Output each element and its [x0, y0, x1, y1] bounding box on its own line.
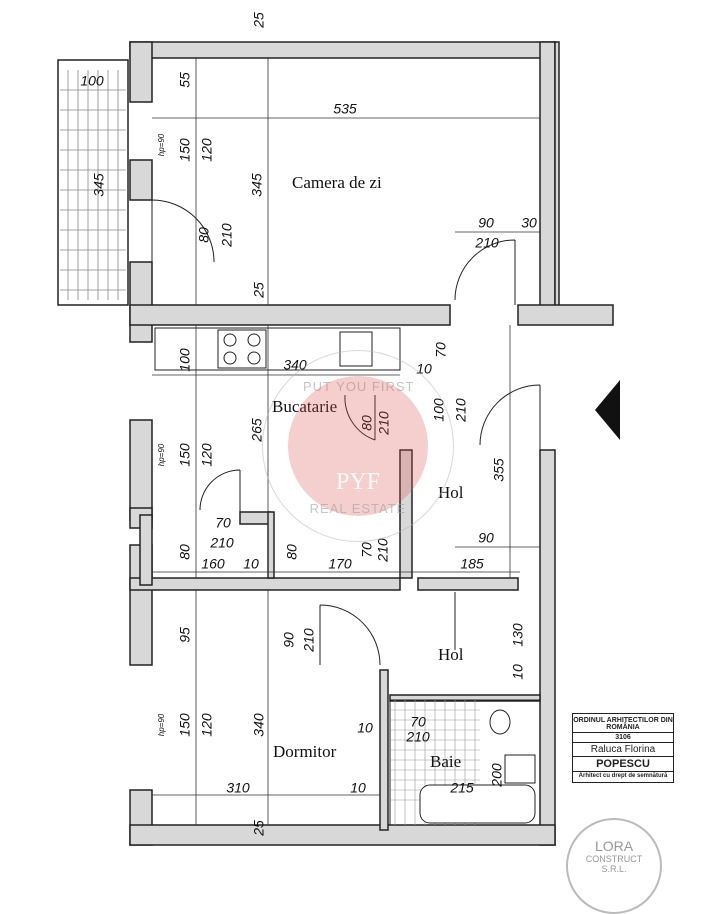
dimension-label: 120 — [199, 138, 215, 162]
dimension-label: 200 — [489, 763, 505, 788]
stamp-note: Arhitect cu drept de semnătură — [578, 773, 668, 779]
dimension-label: hp=90 — [157, 133, 166, 156]
dimension-label: 340 — [251, 713, 267, 737]
dimension-label: 210 — [474, 235, 499, 251]
dimension-label: 10 — [243, 556, 259, 572]
dimension-label: 130 — [510, 623, 526, 647]
dimension-label: 150 — [177, 713, 193, 737]
dimension-label: 25 — [251, 12, 267, 29]
stamp-organization: ORDINUL ARHITECTILOR DIN ROMÂNIA — [573, 717, 673, 733]
dimension-label: 210 — [375, 538, 391, 563]
entrance-arrow-icon — [595, 380, 620, 440]
dimension-label: 535 — [333, 101, 357, 117]
stamp-number: 3106 — [573, 733, 673, 743]
dimension-label: 30 — [521, 215, 537, 231]
dimension-label: 120 — [199, 713, 215, 737]
dimension-label: 10 — [350, 780, 366, 796]
dimension-label: 210 — [405, 729, 430, 745]
dimension-label: 70 — [410, 714, 426, 730]
dimension-label: 210 — [219, 223, 235, 248]
dimension-label: 160 — [201, 556, 225, 572]
dimension-label: 210 — [301, 628, 317, 653]
bath-tiles — [389, 699, 541, 826]
dimension-label: hp=90 — [157, 713, 166, 736]
dimension-label: 10 — [416, 361, 432, 377]
seal-line2: CONSTRUCT — [585, 854, 643, 864]
dimension-label: 120 — [199, 443, 215, 467]
dimension-label: 10 — [357, 720, 373, 736]
dimension-label: hp=90 — [157, 443, 166, 466]
room-label-hall-2: Hol — [438, 645, 464, 664]
doors — [151, 199, 541, 666]
dimension-label: 340 — [283, 357, 307, 373]
dimension-label: 90 — [281, 632, 297, 648]
bathtub — [419, 784, 536, 824]
dimension-label: 25 — [251, 820, 267, 837]
dimension-label: 80 — [177, 544, 193, 560]
dimension-lines — [152, 58, 540, 825]
stamp-surname: POPESCU — [573, 757, 673, 772]
dimension-label: 265 — [249, 418, 265, 443]
room-label-kitchen: Bucatarie — [272, 397, 337, 416]
dimension-label: 25 — [251, 282, 267, 299]
dimension-label: 215 — [449, 780, 474, 796]
room-label-bedroom: Dormitor — [273, 742, 337, 761]
room-label-living: Camera de zi — [292, 173, 382, 192]
dimension-label: 345 — [91, 173, 107, 197]
dimension-label: 90 — [478, 215, 494, 231]
dimension-label: 70 — [433, 342, 449, 358]
dimension-label: 170 — [328, 556, 352, 572]
seal-line3: S.R.L. — [601, 864, 627, 874]
stamp-name: Raluca Florina — [573, 743, 673, 757]
dimension-label: 10 — [510, 664, 526, 680]
dimension-label: 345 — [249, 173, 265, 197]
walls — [129, 41, 614, 846]
dimension-label: 95 — [177, 627, 193, 643]
dimension-label: 80 — [284, 544, 300, 560]
dimension-label: 90 — [478, 530, 494, 546]
dimension-label: 210 — [453, 398, 469, 423]
kitchen-sink — [339, 331, 373, 367]
dimension-label: 150 — [177, 443, 193, 467]
balcony — [57, 59, 129, 306]
architect-stamp: ORDINUL ARHITECTILOR DIN ROMÂNIA 3106 Ra… — [572, 713, 674, 783]
dimension-label: 310 — [226, 780, 250, 796]
dimension-label: 100 — [431, 398, 447, 422]
dimension-label: 150 — [177, 138, 193, 162]
seal-name: LORA — [594, 838, 634, 854]
stove — [217, 329, 267, 369]
room-label-hall: Hol — [438, 483, 464, 502]
dimension-label: 185 — [460, 556, 484, 572]
dimension-label: 355 — [491, 458, 507, 482]
dimension-label: 70 — [215, 515, 231, 531]
dimension-label: 80 — [359, 415, 375, 431]
dimension-label: 100 — [80, 73, 104, 89]
dimension-label: 80 — [196, 227, 212, 243]
dimension-label: 70 — [359, 542, 375, 558]
dimension-label: 210 — [209, 535, 234, 551]
sink — [504, 754, 536, 784]
dimension-label: 100 — [177, 348, 193, 372]
dimension-label: 55 — [177, 72, 193, 88]
dimension-label: 210 — [376, 411, 392, 436]
room-label-bath: Baie — [430, 752, 461, 771]
toilet — [489, 709, 511, 735]
